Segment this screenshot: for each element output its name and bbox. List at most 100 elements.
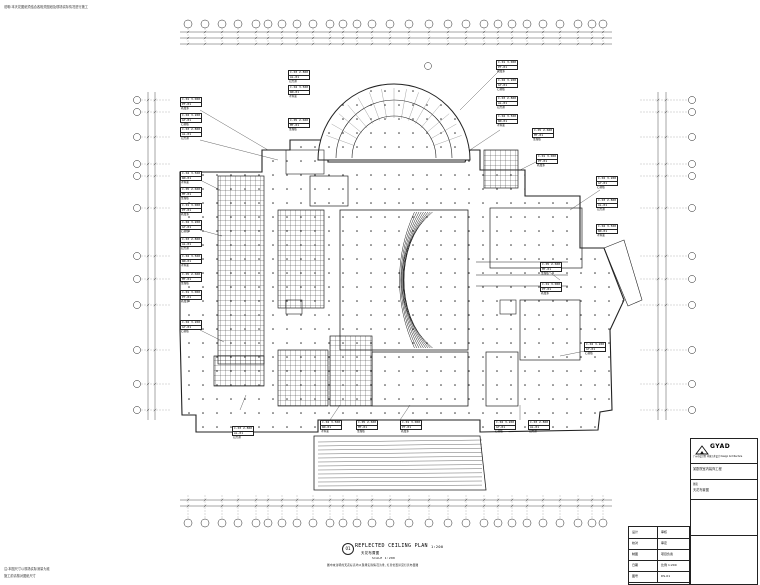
canopy-slat [317, 476, 483, 479]
auditorium-frame [339, 209, 469, 351]
tag-code: C-02 [182, 320, 190, 324]
dim-tick [407, 42, 411, 46]
tag-code: C-05 [534, 128, 542, 132]
grid-bubble-right [688, 301, 696, 309]
tag-label: 金属板 [181, 197, 189, 201]
dim-tick [427, 36, 431, 40]
dome-rib [331, 123, 358, 140]
tag-code-elevation: C-02 3.200 [596, 176, 619, 182]
grid-bubble-top [277, 19, 287, 29]
tag-code-elevation: C-01 3.000 [536, 154, 559, 160]
tag-material: AL-01 [596, 203, 619, 209]
tag-code-elevation: C-01 3.000 [180, 203, 203, 209]
dim-tick [664, 162, 668, 166]
tag-code-elevation: C-01 3.000 [180, 290, 203, 296]
plan-title-cn: 天花布置图 [361, 551, 380, 555]
dim-tick [236, 30, 240, 34]
dim-tick [203, 498, 207, 502]
tag-code: C-04 [182, 171, 190, 175]
tag-code: C-02 [598, 176, 606, 180]
canopy-slat [317, 472, 483, 475]
tag-elevation: 3.000 [545, 154, 557, 158]
revision-key: 图号 [632, 574, 639, 578]
revision-row: 设计审核 [629, 527, 689, 539]
dim-tick [656, 408, 660, 412]
tag-elevation: 3.500 [189, 171, 201, 175]
grid-bubble-bottom [587, 518, 597, 528]
dim-tick [203, 30, 207, 34]
dim-tick [482, 498, 486, 502]
grid-bubble-bottom [507, 518, 517, 528]
canopy-slat [317, 448, 483, 451]
dim-tick [295, 498, 299, 502]
dim-tick [186, 504, 190, 508]
dome-rib [347, 104, 368, 128]
dim-tick [510, 498, 514, 502]
tag-code: C-02 [586, 342, 594, 346]
dim-tick [664, 254, 668, 258]
dim-tick [482, 504, 486, 508]
tag-material: MT-01 [356, 425, 379, 431]
dim-tick [446, 36, 450, 40]
grid-bubble-top [443, 19, 453, 29]
dim-tick [153, 110, 157, 114]
grid-bubble-top [538, 19, 548, 29]
top-note: 说明:本天花图纸须结合各相关图纸及现场实际情况进行施工 [4, 5, 88, 9]
dim-tick [341, 42, 345, 46]
tag-label: 石膏板 [181, 230, 189, 234]
grid-bubble-bottom [479, 518, 489, 528]
tag-code: C-05 [358, 420, 366, 424]
tag-material: MT-01 [540, 267, 563, 273]
dim-tick [656, 110, 660, 114]
tag-elevation: 3.500 [297, 85, 309, 89]
tag-material: WD-01 [596, 229, 619, 235]
dim-tick [590, 42, 594, 46]
tag-label: 铝方通 [497, 106, 505, 110]
dim-tick [153, 408, 157, 412]
tag-label: 乳胶漆 [401, 430, 409, 434]
tag-code: C-02 [182, 220, 190, 224]
tile-zone-left-tall [217, 175, 265, 365]
seating-arc [401, 211, 420, 349]
tag-material: WD-01 [320, 425, 343, 431]
grid-bubble-bottom [217, 518, 227, 528]
tag-elevation: 3.200 [505, 78, 517, 82]
section-mark-dome [424, 62, 432, 70]
grid-bubble-right [688, 160, 696, 168]
grid-bubble-top [292, 19, 302, 29]
tag-material: GY-01 [180, 118, 203, 124]
column-box-2 [499, 299, 517, 315]
title-block: GYAD 广州市设计院 环境艺术设计 Design Architecture 某… [690, 438, 758, 585]
dim-tick [236, 36, 240, 40]
tag-code: C-01 [182, 203, 190, 207]
dim-tick [525, 36, 529, 40]
grid-bubble-top [200, 19, 210, 29]
tag-code: C-04 [498, 114, 506, 118]
dim-tick [355, 498, 359, 502]
canopy-slat [317, 443, 483, 447]
dome-rib [420, 104, 441, 128]
tag-elevation: 3.200 [189, 320, 201, 324]
dim-tick [146, 98, 150, 102]
logo-text: GYAD [710, 443, 731, 450]
tag-code: C-04 [322, 420, 330, 424]
bottom-note-1: 注:本图尺寸以现场实际测量为准 [4, 567, 50, 571]
dim-tick [601, 504, 605, 508]
seating-arc [402, 211, 422, 349]
tag-label: 铝方通 [289, 80, 297, 84]
tag-label: 木饰面 [597, 234, 605, 238]
tag-label: 金属板 [357, 430, 365, 434]
dome-rib [401, 89, 407, 119]
tag-elevation: 2.600 [365, 420, 377, 424]
dome-rib [408, 92, 419, 121]
dim-tick [328, 36, 332, 40]
revision-value: 比例 1:200 [657, 560, 677, 571]
tag-code: C-04 [598, 224, 606, 228]
grid-bubble-bottom [352, 518, 362, 528]
